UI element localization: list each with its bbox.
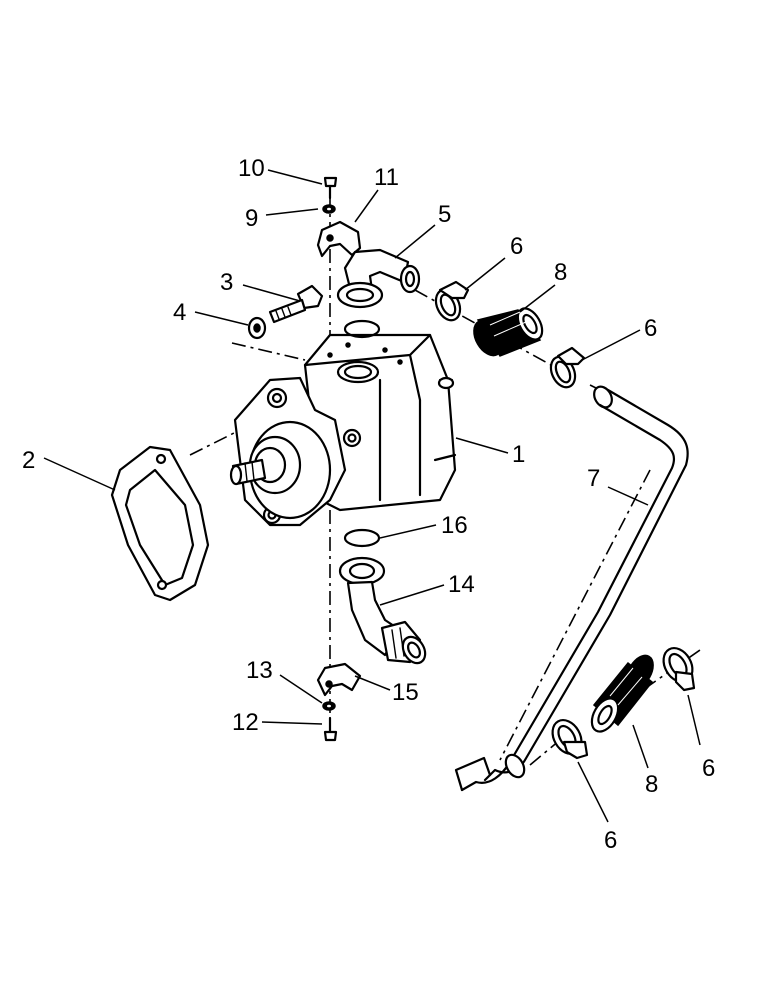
hose-clamp-lower-1 (551, 719, 589, 760)
pressure-elbow (338, 556, 427, 665)
side-washer (247, 316, 267, 340)
short-hose-upper (473, 307, 544, 357)
callout-7: 7 (587, 465, 600, 492)
gasket (110, 445, 210, 602)
hydraulic-pump (229, 333, 457, 527)
callout-8-a: 8 (554, 259, 567, 286)
hose-clamp-upper-1 (434, 280, 470, 322)
callout-10: 10 (238, 155, 265, 182)
leader-lines (43, 169, 701, 823)
top-clamp-half (316, 220, 362, 258)
callout-6-c: 6 (702, 755, 715, 782)
callout-4: 4 (173, 299, 186, 326)
top-washer (322, 204, 336, 214)
callout-3: 3 (220, 269, 233, 296)
callout-5: 5 (438, 201, 451, 228)
tube (454, 385, 689, 792)
callout-labels: 10 9 11 5 3 4 6 8 6 1 2 7 16 14 13 15 12… (22, 155, 715, 854)
callout-13: 13 (246, 657, 273, 684)
side-bolt (268, 284, 324, 324)
bottom-washer (322, 701, 336, 711)
bottom-bolt (323, 716, 338, 742)
hose-clamp-lower-2 (662, 647, 696, 692)
callout-11: 11 (374, 164, 399, 191)
bottom-o-ring (343, 528, 381, 548)
callout-15: 15 (392, 679, 419, 706)
callout-6-d: 6 (604, 827, 617, 854)
hose-clamp-upper-2 (549, 346, 586, 389)
short-hose-lower (590, 654, 654, 733)
callout-8-b: 8 (645, 771, 658, 798)
callout-2: 2 (22, 447, 35, 474)
bottom-clamp-half (316, 662, 362, 697)
top-o-ring (343, 319, 381, 339)
suction-elbow (336, 248, 421, 309)
top-bolt (323, 176, 338, 200)
callout-9: 9 (245, 205, 258, 232)
callout-6-a: 6 (510, 233, 523, 260)
callout-1: 1 (512, 441, 525, 468)
callout-16: 16 (441, 512, 468, 539)
callout-6-b: 6 (644, 315, 657, 342)
callout-12: 12 (232, 709, 259, 736)
callout-14: 14 (448, 571, 475, 598)
